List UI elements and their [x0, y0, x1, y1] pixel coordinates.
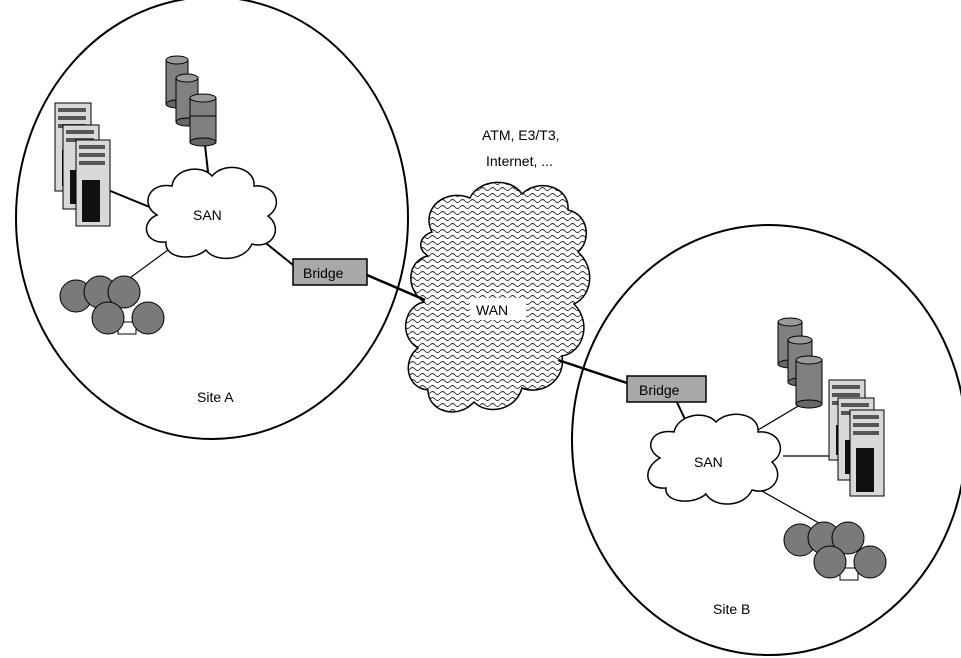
site-b-link-disk-san: [757, 404, 801, 431]
site-b-label: Site B: [713, 601, 750, 617]
site-a-label: Site A: [197, 389, 234, 405]
site-b-servers-icon: [828, 379, 885, 497]
site-b-bridge-label: Bridge: [639, 382, 680, 398]
site-b-san-cloud: SAN: [647, 413, 782, 505]
site-a-link-san-bridge: [261, 239, 294, 266]
site-a-boundary: [15, 0, 409, 440]
site-a-san-cloud: SAN: [145, 166, 278, 260]
site-b-boundary: [571, 224, 961, 656]
site-a-san-label: SAN: [193, 207, 222, 223]
site-b-disk-array-icon: [777, 317, 823, 409]
site-a-link-servers-san: [107, 189, 153, 209]
site-a-servers-icon: [54, 102, 111, 227]
site-a-tape-library-icon: [59, 275, 165, 335]
site-b-link-tape-san: [759, 489, 827, 528]
link-wan-bridge-b: [557, 358, 628, 385]
link-bridge-a-wan: [366, 273, 426, 302]
wan-annotation-line2: Internet, ...: [486, 153, 553, 169]
site-b-bridge: Bridge: [626, 375, 707, 403]
site-a-link-disk-san: [204, 144, 209, 173]
site-b-tape-library-icon: [783, 521, 887, 581]
site-a-bridge-label: Bridge: [303, 265, 344, 281]
site-a-bridge: Bridge: [292, 258, 368, 286]
site-b-san-label: SAN: [694, 454, 723, 470]
wan-cloud: WAN: [404, 181, 591, 413]
site-a-disk-array-icon: [165, 55, 217, 147]
wan-label: WAN: [476, 302, 508, 318]
wan-annotation-line1: ATM, E3/T3,: [482, 127, 560, 143]
